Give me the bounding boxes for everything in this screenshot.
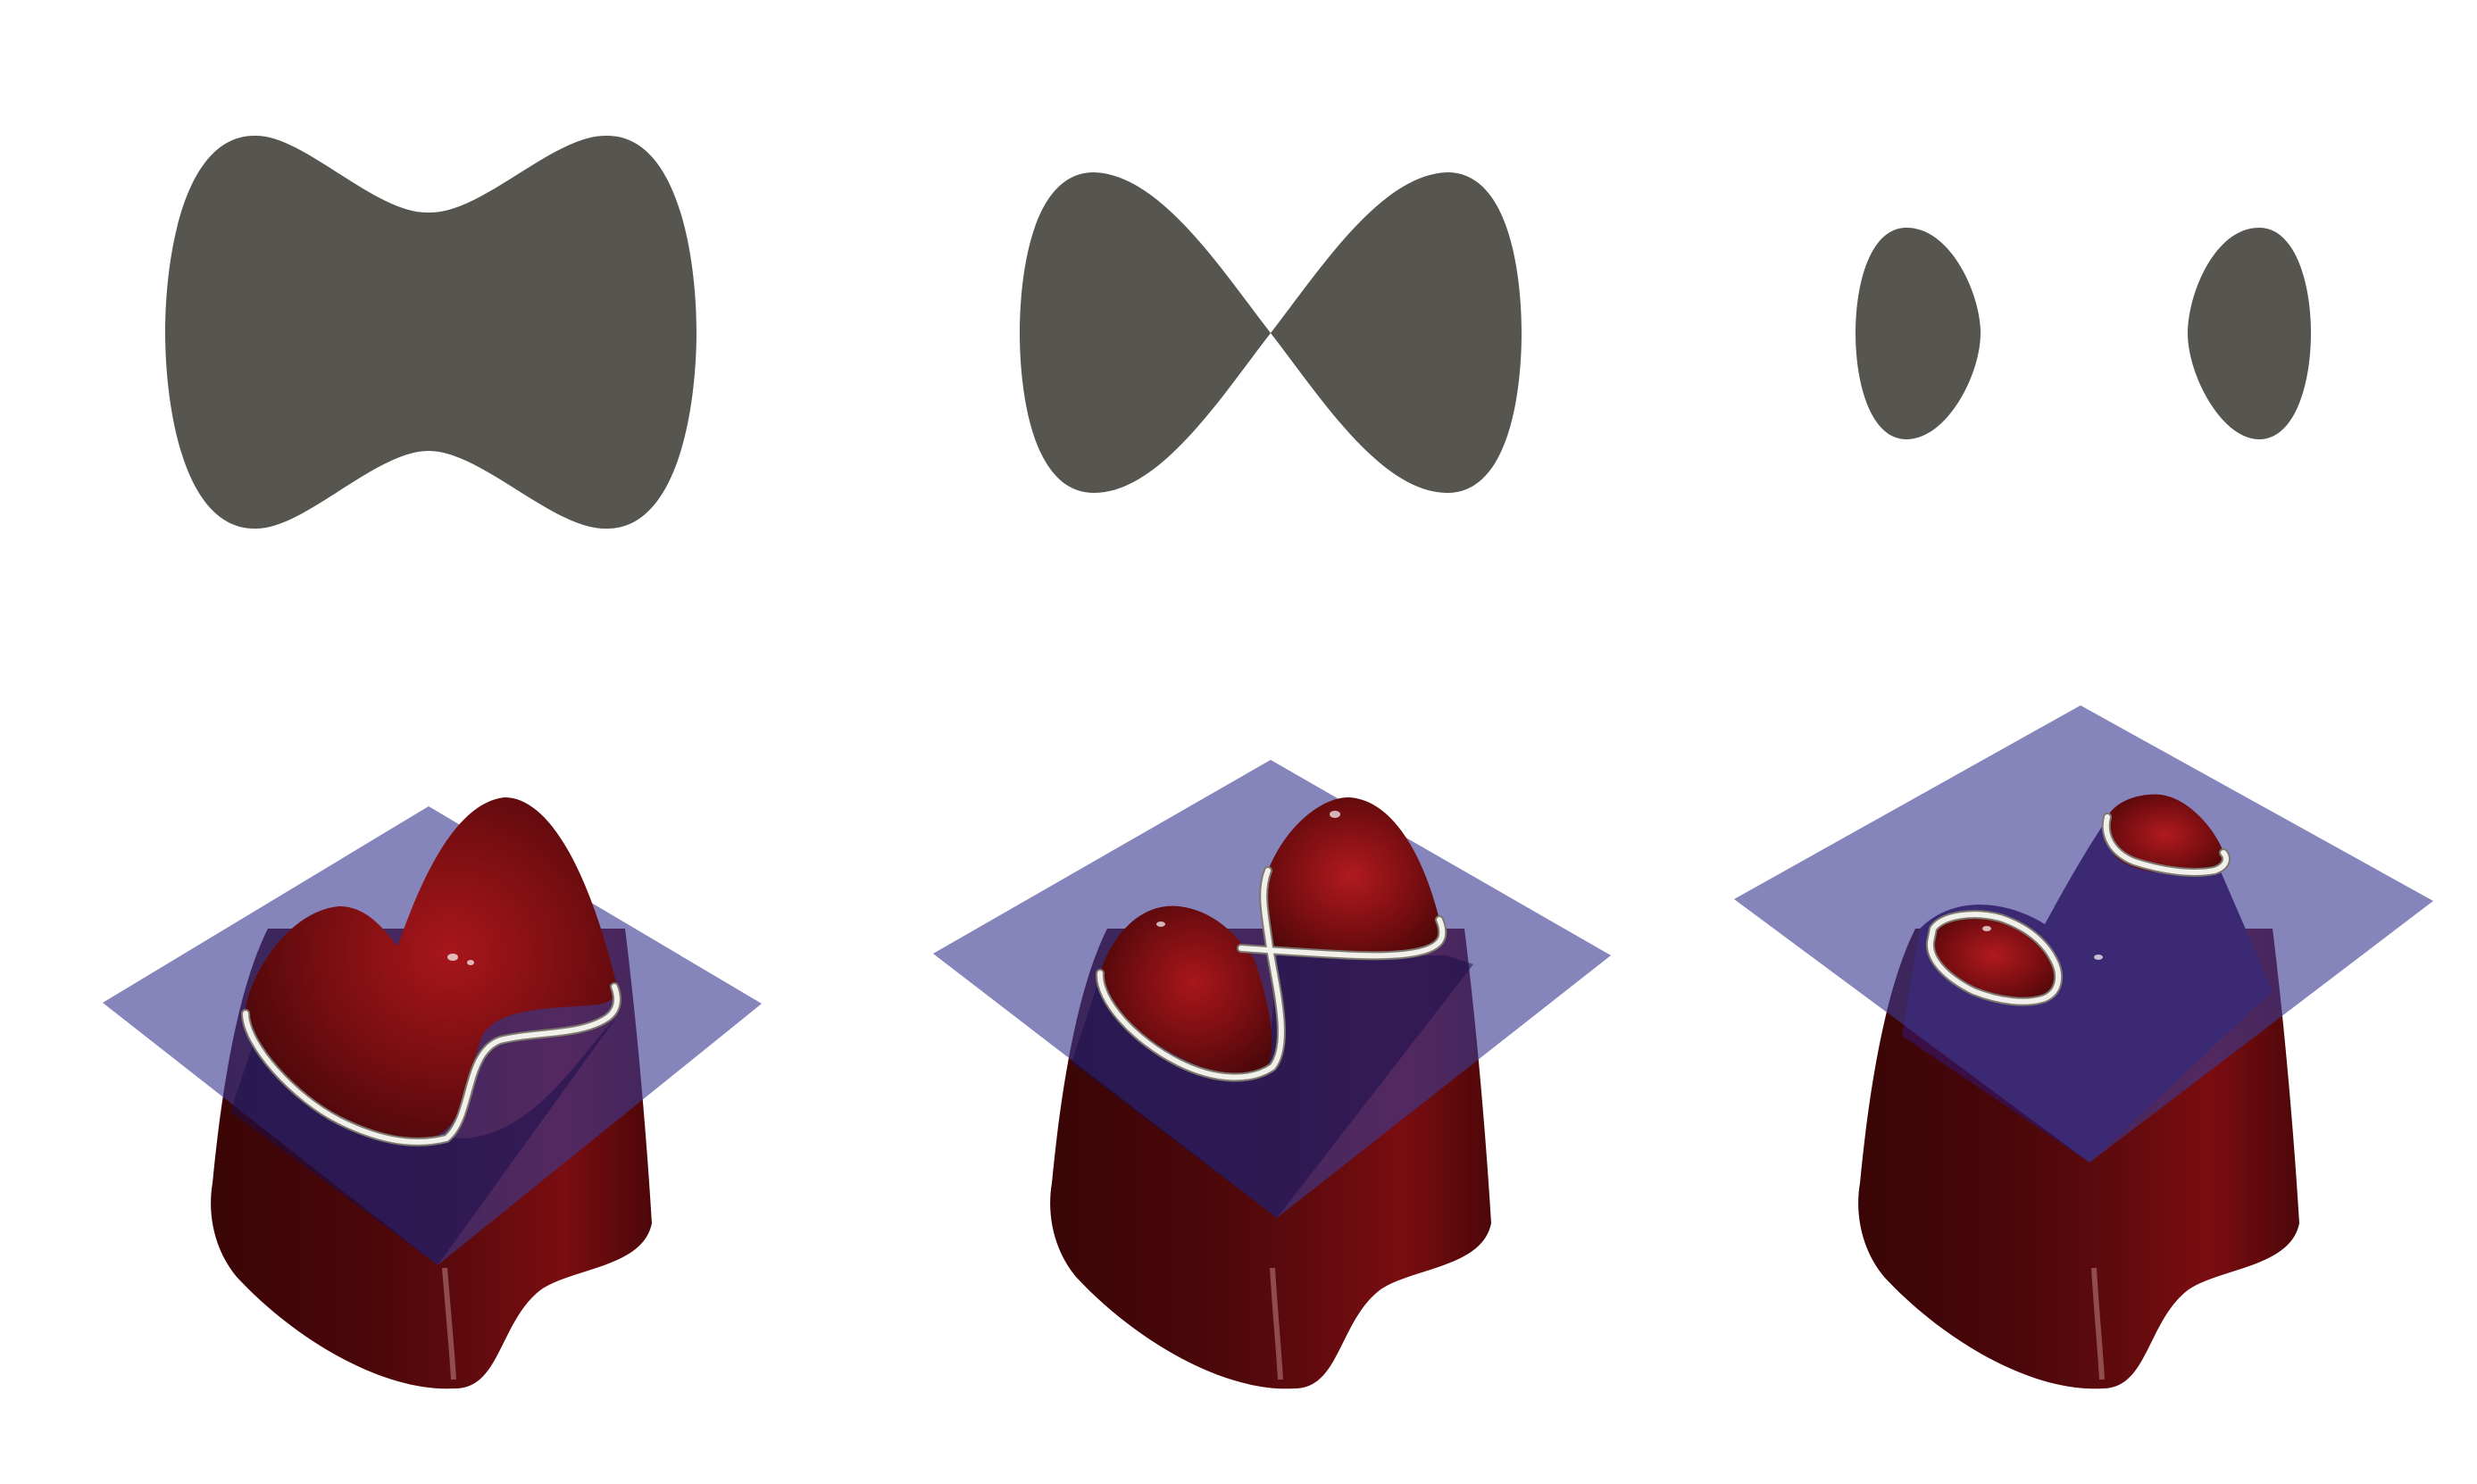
cutting-plane xyxy=(1734,705,2433,1163)
surface-ridge-highlight xyxy=(1270,1267,1283,1380)
right-oval xyxy=(2188,228,2311,439)
peanut-shape-icon xyxy=(165,135,696,529)
level-curve xyxy=(243,984,620,1145)
two-ovals-shape-icon xyxy=(1856,228,2311,439)
surface-ridge-highlight xyxy=(442,1267,456,1380)
surface-panel-1 xyxy=(103,797,762,1389)
level-curve xyxy=(2103,814,2229,875)
surface-cap-right xyxy=(2106,794,2226,875)
figure-eight-shape-icon xyxy=(1020,172,1522,493)
surface-ridge-highlight xyxy=(2091,1267,2105,1380)
surface-under-plane xyxy=(1072,955,1473,1218)
silhouette-row xyxy=(165,135,2311,529)
left-oval xyxy=(1856,228,1981,439)
cutting-plane xyxy=(933,760,1611,1218)
level-curve xyxy=(1097,868,1446,1080)
surface-panel-2 xyxy=(933,760,1611,1389)
surface-cap xyxy=(246,797,618,1142)
surface-panel-3 xyxy=(1734,705,2433,1389)
level-curve xyxy=(1927,912,2062,1005)
surface-cap-right xyxy=(1261,797,1441,955)
